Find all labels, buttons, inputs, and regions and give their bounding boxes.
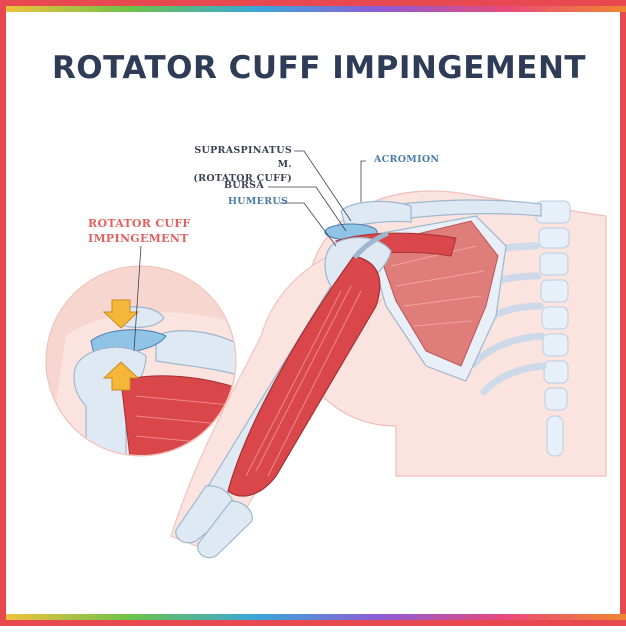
rainbow-border-top bbox=[6, 6, 626, 12]
label-acromion: ACROMION bbox=[374, 154, 440, 165]
impingement-arrow-down bbox=[102, 299, 140, 329]
label-bursa: BURSA bbox=[224, 180, 264, 191]
rainbow-border-bottom bbox=[6, 614, 626, 620]
label-supraspinatus: SUPRASPINATUS M. (ROTATOR CUFF) bbox=[192, 144, 292, 186]
forearm-bones bbox=[175, 485, 253, 559]
label-humerus: HUMERUS bbox=[228, 196, 289, 207]
label-inset-line1: ROTATOR CUFF bbox=[88, 217, 191, 230]
spine bbox=[535, 200, 571, 457]
inset-magnification bbox=[45, 245, 237, 457]
leader-lines bbox=[268, 150, 366, 247]
scapular-muscle bbox=[375, 220, 499, 367]
label-supraspinatus-line2: (ROTATOR CUFF) bbox=[193, 173, 292, 184]
shoulder-illustration bbox=[45, 150, 607, 559]
label-supraspinatus-line1: SUPRASPINATUS M. bbox=[194, 145, 292, 170]
label-inset-impingement: ROTATOR CUFF IMPINGEMENT bbox=[88, 216, 191, 246]
page-title: ROTATOR CUFF IMPINGEMENT bbox=[51, 50, 587, 86]
impingement-arrow-up bbox=[102, 361, 140, 391]
biceps-tendon bbox=[353, 231, 389, 259]
label-inset-line2: IMPINGEMENT bbox=[88, 232, 189, 245]
biceps-muscle bbox=[227, 255, 381, 497]
